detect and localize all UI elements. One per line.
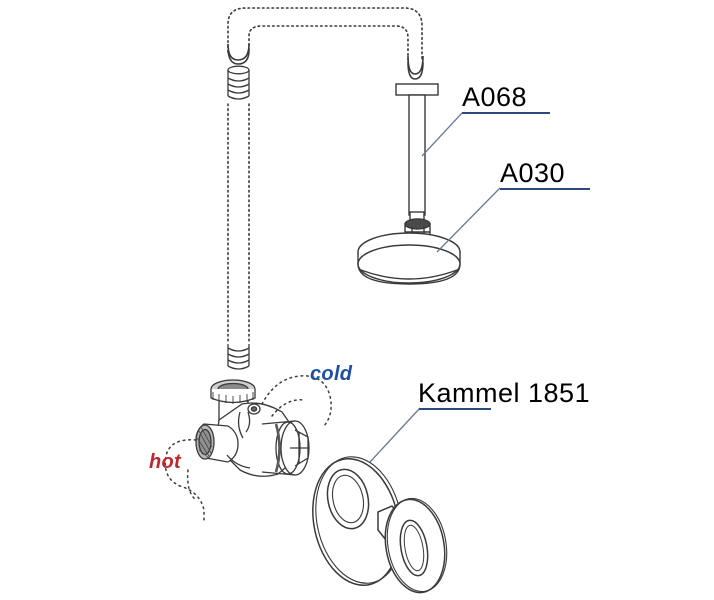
overhead-horizontal-pipe bbox=[227, 7, 423, 63]
leader-line-kammel bbox=[369, 407, 421, 463]
label-a068: A068 bbox=[462, 84, 527, 111]
mixer-valve-body bbox=[195, 379, 310, 477]
leader-line-a030 bbox=[436, 187, 501, 253]
label-a068-text: A068 bbox=[462, 82, 528, 112]
label-kammel-text: Kammel 1851 bbox=[418, 378, 591, 408]
leader-lines bbox=[369, 112, 501, 463]
label-cold: cold bbox=[310, 364, 352, 384]
cold-supply-line bbox=[261, 375, 332, 427]
label-a030-text: A030 bbox=[500, 158, 566, 188]
label-cold-text: cold bbox=[310, 363, 353, 385]
label-a030: A030 bbox=[500, 160, 565, 187]
shower-head bbox=[357, 218, 461, 285]
overhead-pipe-elbow-ends bbox=[227, 43, 424, 80]
hot-supply-line bbox=[164, 439, 205, 521]
label-kammel-underline bbox=[419, 408, 491, 410]
drop-tube bbox=[395, 83, 439, 225]
vertical-riser-pipe bbox=[227, 103, 250, 345]
label-hot-text: hot bbox=[149, 451, 181, 473]
escutcheon-plate bbox=[312, 456, 403, 586]
label-hot: hot bbox=[149, 452, 181, 472]
handle-lever bbox=[377, 497, 448, 594]
label-kammel: Kammel 1851 bbox=[418, 380, 590, 407]
label-a030-underline bbox=[500, 188, 590, 190]
leader-line-a068 bbox=[421, 112, 463, 157]
riser-lower-coupling bbox=[227, 344, 250, 370]
riser-upper-coupling bbox=[227, 65, 250, 100]
label-a068-underline bbox=[462, 112, 550, 114]
